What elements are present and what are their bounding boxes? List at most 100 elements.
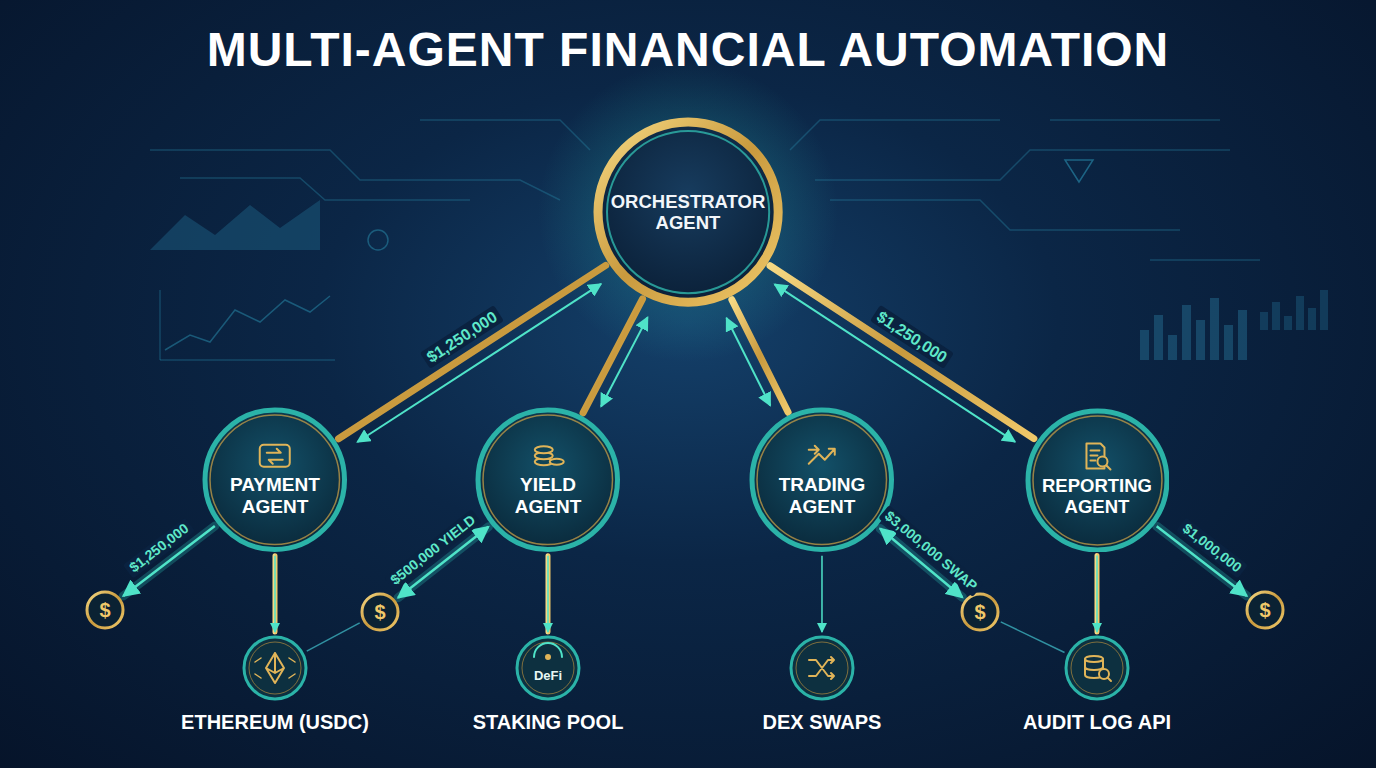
node-text-group: $ <box>374 601 385 624</box>
flow-arrow <box>821 556 823 632</box>
inner-ring <box>483 415 613 545</box>
platform-ring <box>244 637 306 699</box>
inner-ring <box>757 415 887 545</box>
drawing-part <box>160 290 335 360</box>
platform-ring <box>791 637 853 699</box>
platform-node: DEX SWAPS <box>759 635 886 734</box>
node-label: PAYMENT AGENT <box>219 474 331 518</box>
drawing-part <box>362 594 398 630</box>
connector <box>547 556 548 632</box>
coin-symbol: $ <box>374 601 385 624</box>
drawing-part <box>478 410 618 550</box>
drawing-part <box>790 120 1000 150</box>
agent-ring <box>1028 411 1167 550</box>
coin-ring <box>87 592 123 628</box>
node-label: TRADING AGENT <box>766 474 878 518</box>
drawing-part <box>1085 656 1103 662</box>
coin-symbol: $ <box>1259 599 1270 622</box>
defi-icon <box>534 643 562 659</box>
agent-circle: REPORTING AGENT <box>1025 408 1170 553</box>
platform-label: ETHEREUM (USDC) <box>181 711 369 734</box>
node-text-group: REPORTING AGENT <box>1041 475 1153 518</box>
connector <box>726 300 788 413</box>
drawing-part <box>205 410 345 550</box>
coin-ring <box>962 594 998 630</box>
node-text-group: $ <box>974 601 985 624</box>
gold-pipe <box>1094 555 1099 632</box>
drawing-part <box>517 637 579 699</box>
gold-pipe <box>583 299 643 413</box>
drawing-part <box>815 150 1230 180</box>
drawing-part <box>255 658 295 678</box>
chart-bar <box>1154 315 1163 360</box>
drawing-part <box>1247 592 1283 628</box>
chart-bar <box>1182 305 1191 360</box>
orchestrator-circle: ORCHESTRATOR AGENT <box>593 117 783 307</box>
chart-bar <box>1238 310 1247 360</box>
diagram-title: MULTI-AGENT FINANCIAL AUTOMATION <box>0 24 1376 77</box>
decor-triangle <box>1065 160 1093 182</box>
bar-chart <box>1260 290 1328 330</box>
drawing-part <box>809 449 835 464</box>
chart-bar <box>1272 302 1280 330</box>
inner-ring <box>522 642 574 694</box>
node-text-group: TRADING AGENT <box>766 474 878 518</box>
agent-ring <box>205 410 345 550</box>
drawing-part <box>830 200 1180 230</box>
gold-pipe <box>272 556 277 632</box>
node-shape <box>1064 635 1130 701</box>
platform-label: STAKING POOL <box>473 711 624 734</box>
drawing-part <box>962 594 998 630</box>
connector <box>1096 555 1097 632</box>
amount-label: $3,000,000 SWAP <box>879 505 984 597</box>
coin-symbol: $ <box>974 601 985 624</box>
node-label: ORCHESTRATOR AGENT <box>610 191 766 234</box>
chart-bar <box>1308 308 1316 330</box>
chart-bar <box>1224 325 1233 360</box>
connector <box>274 556 275 632</box>
platform-label: AUDIT LOG API <box>1023 711 1171 734</box>
drawing-part <box>550 459 564 465</box>
drawing-part <box>535 446 553 453</box>
drawing-part <box>1106 465 1110 469</box>
drawing-part <box>266 653 284 683</box>
coin-node: $ <box>360 592 400 632</box>
line-chart <box>160 290 335 360</box>
platform-node: AUDIT LOG API <box>1019 635 1175 734</box>
agent-circle: YIELD AGENT <box>475 407 621 553</box>
drawing-part <box>180 178 470 200</box>
chart-bar <box>1296 296 1304 330</box>
amount-label: $500,000 YIELD <box>384 509 482 591</box>
pay-icon <box>260 445 290 467</box>
drawing-part <box>752 410 892 550</box>
drawing-part <box>267 449 283 464</box>
platform-node: ETHEREUM (USDC) <box>177 635 373 734</box>
coin-symbol: $ <box>99 599 110 622</box>
chart-bar <box>1260 312 1268 330</box>
flow-arrow <box>547 556 549 632</box>
report-icon <box>1086 443 1110 469</box>
trade-icon <box>809 446 835 464</box>
decor-ring <box>368 230 388 250</box>
orchestrator-glow <box>538 62 838 362</box>
connector <box>1001 622 1065 653</box>
node-text-group: $ <box>1259 599 1270 622</box>
inner-ring <box>1071 642 1123 694</box>
node-text-group: $ <box>99 599 110 622</box>
inner-ring <box>796 642 848 694</box>
node-label: REPORTING AGENT <box>1041 475 1153 518</box>
drawing-part <box>150 150 560 200</box>
drawing-part <box>598 122 778 302</box>
coin-node: $ <box>960 592 1000 632</box>
gold-pipe <box>545 556 550 632</box>
audit-icon <box>1085 656 1111 681</box>
flow-arrow <box>601 317 648 406</box>
chart-bar <box>1284 316 1292 330</box>
connector <box>583 299 648 413</box>
gold-pipe <box>732 300 788 413</box>
flow-arrow <box>274 556 276 632</box>
chart-bar <box>1196 320 1205 360</box>
drawing-part <box>1108 678 1112 682</box>
drawing-part <box>809 657 834 679</box>
